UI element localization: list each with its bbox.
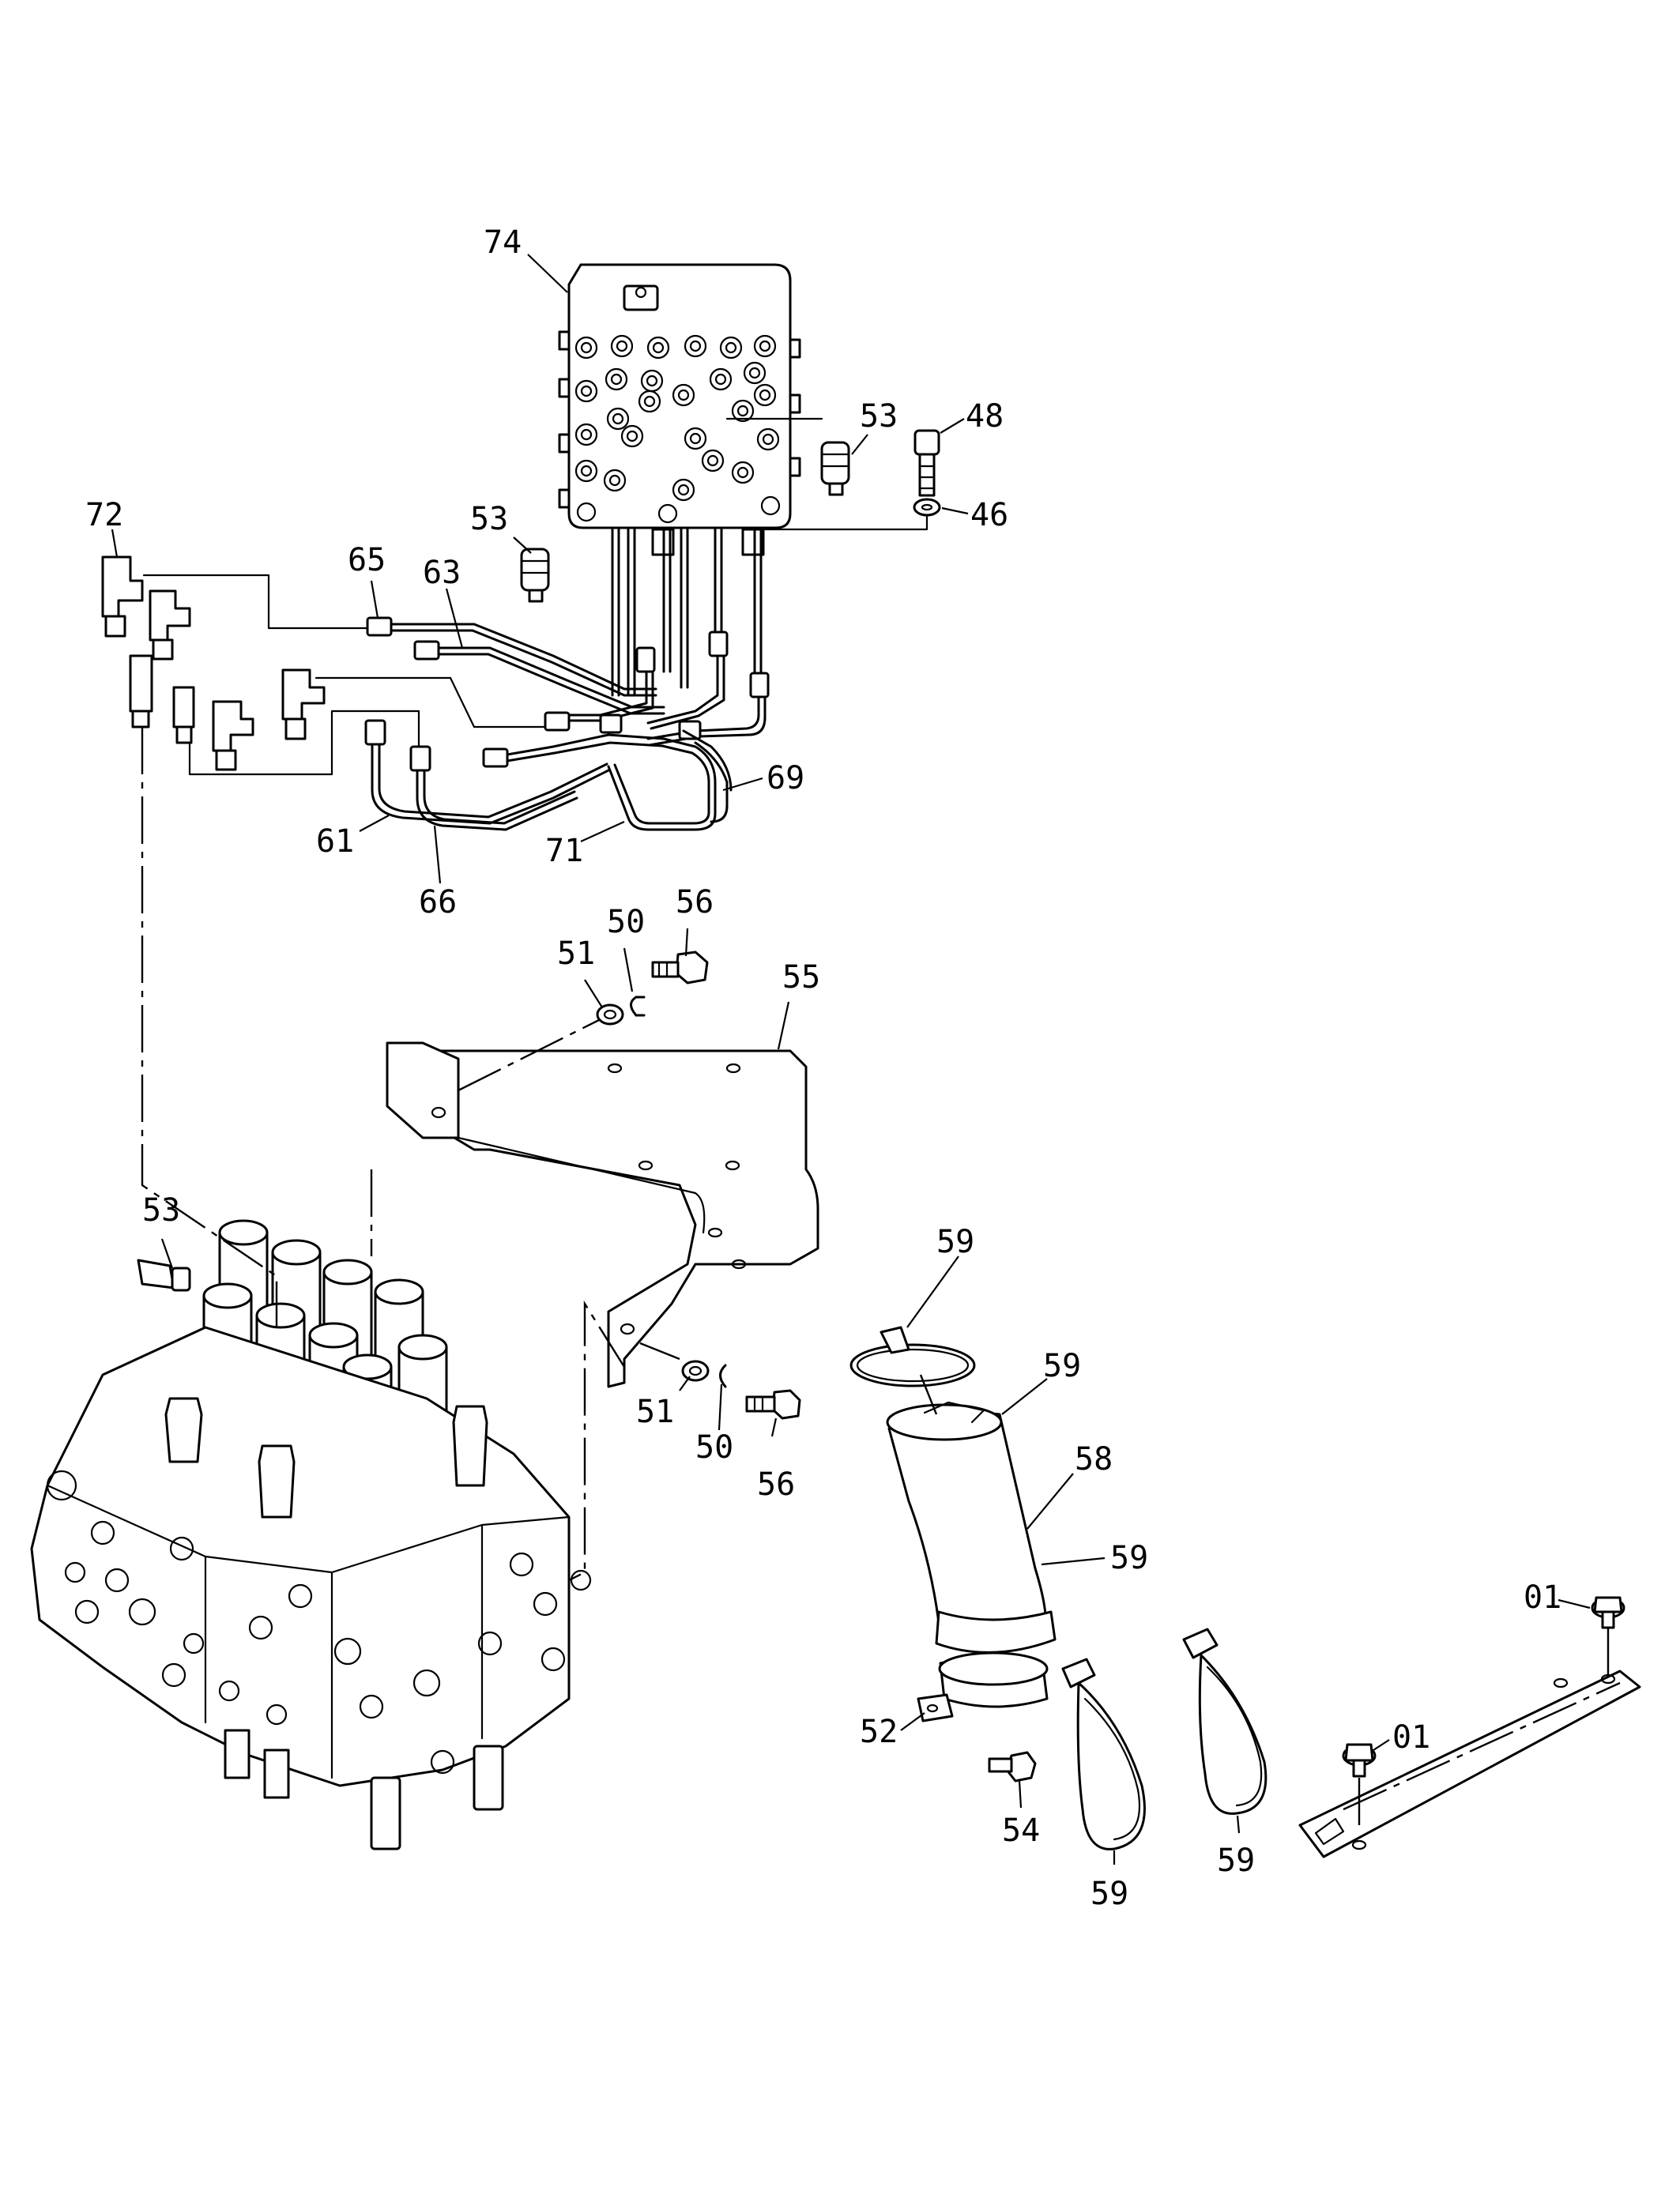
control-valve-assembly — [30, 1219, 592, 1850]
callout-55: 55 — [782, 959, 820, 996]
callout-53-left: 53 — [470, 501, 508, 537]
callout-01-upper: 01 — [1524, 1579, 1561, 1616]
callout-46: 46 — [970, 497, 1008, 533]
bolt-48 — [913, 429, 940, 497]
fasteners-upper — [596, 951, 709, 1026]
callout-48: 48 — [966, 398, 1004, 435]
callout-59-lower-hose: 59 — [1110, 1540, 1148, 1576]
callout-53-valve: 53 — [142, 1192, 180, 1229]
cable-tie-59-right — [1182, 1628, 1268, 1815]
callout-66: 66 — [419, 884, 457, 920]
callout-56-lower: 56 — [757, 1466, 795, 1503]
cable-tie-59-left — [1061, 1658, 1146, 1850]
callout-71: 71 — [545, 833, 583, 869]
bolt-54 — [988, 1751, 1037, 1783]
bolt-01-lower — [1342, 1743, 1377, 1778]
callout-59-top: 59 — [936, 1224, 974, 1260]
callout-labels: 74 53 48 72 53 46 65 63 69 61 71 66 51 5… — [85, 224, 1561, 1912]
fitting-53-left — [520, 548, 550, 603]
callout-53-top: 53 — [860, 398, 898, 435]
elbow-fittings-72 — [101, 555, 326, 771]
callout-52: 52 — [860, 1714, 898, 1750]
callout-72: 72 — [85, 497, 123, 533]
callout-50-lower: 50 — [695, 1429, 733, 1466]
callout-59-tie-right: 59 — [1217, 1843, 1255, 1879]
pilot-valve-block — [558, 263, 801, 556]
hose-58 — [886, 1401, 1057, 1654]
callout-50-upper: 50 — [607, 904, 645, 940]
washer-46 — [913, 498, 941, 517]
callout-74: 74 — [484, 224, 522, 261]
callout-51-lower: 51 — [636, 1394, 674, 1430]
callout-65: 65 — [348, 542, 386, 578]
clamp-52 — [917, 1651, 1049, 1722]
bolt-01-upper — [1591, 1596, 1625, 1629]
assembly-lines — [141, 417, 1621, 1833]
mounting-bracket-55 — [386, 1041, 819, 1388]
callout-59-upper-hose: 59 — [1043, 1348, 1081, 1384]
callout-01-lower: 01 — [1392, 1719, 1430, 1756]
pilot-tubes — [364, 528, 770, 831]
leader-lines — [111, 254, 1591, 1865]
callout-51-upper: 51 — [557, 936, 595, 972]
callout-69: 69 — [767, 760, 804, 796]
callout-59-tie-left: 59 — [1090, 1876, 1128, 1912]
fasteners-lower — [681, 1360, 801, 1420]
callout-54: 54 — [1002, 1813, 1040, 1849]
callout-56-upper: 56 — [676, 884, 714, 920]
callout-58: 58 — [1075, 1441, 1113, 1478]
clamp-59-top — [849, 1326, 976, 1387]
fitting-53-top-right — [820, 441, 850, 496]
callout-63: 63 — [423, 555, 461, 591]
callout-61: 61 — [316, 823, 354, 860]
